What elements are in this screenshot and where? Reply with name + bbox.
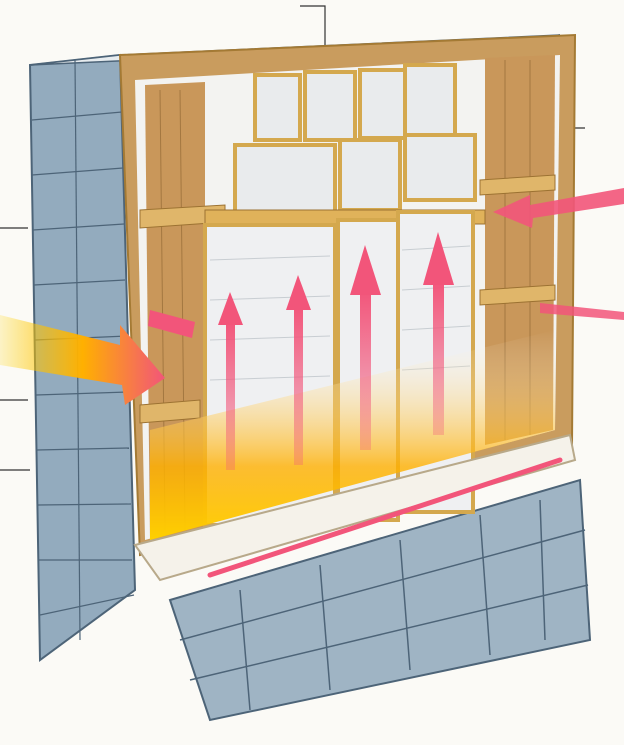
flames [150, 330, 555, 540]
wall-frame [118, 33, 577, 582]
heat-entry-arrow-right-lower [540, 303, 624, 320]
up-arrow-icon [218, 292, 243, 470]
up-arrow-icon [350, 245, 381, 450]
heat-entry-arrow-left [0, 310, 195, 405]
heat-strip [207, 457, 563, 578]
up-arrow-icon [286, 275, 311, 465]
foundation [168, 478, 592, 722]
heat-entry-arrow-right-upper [493, 188, 624, 228]
up-arrow-icon [423, 232, 454, 435]
heat-rising-arrows [218, 232, 454, 470]
